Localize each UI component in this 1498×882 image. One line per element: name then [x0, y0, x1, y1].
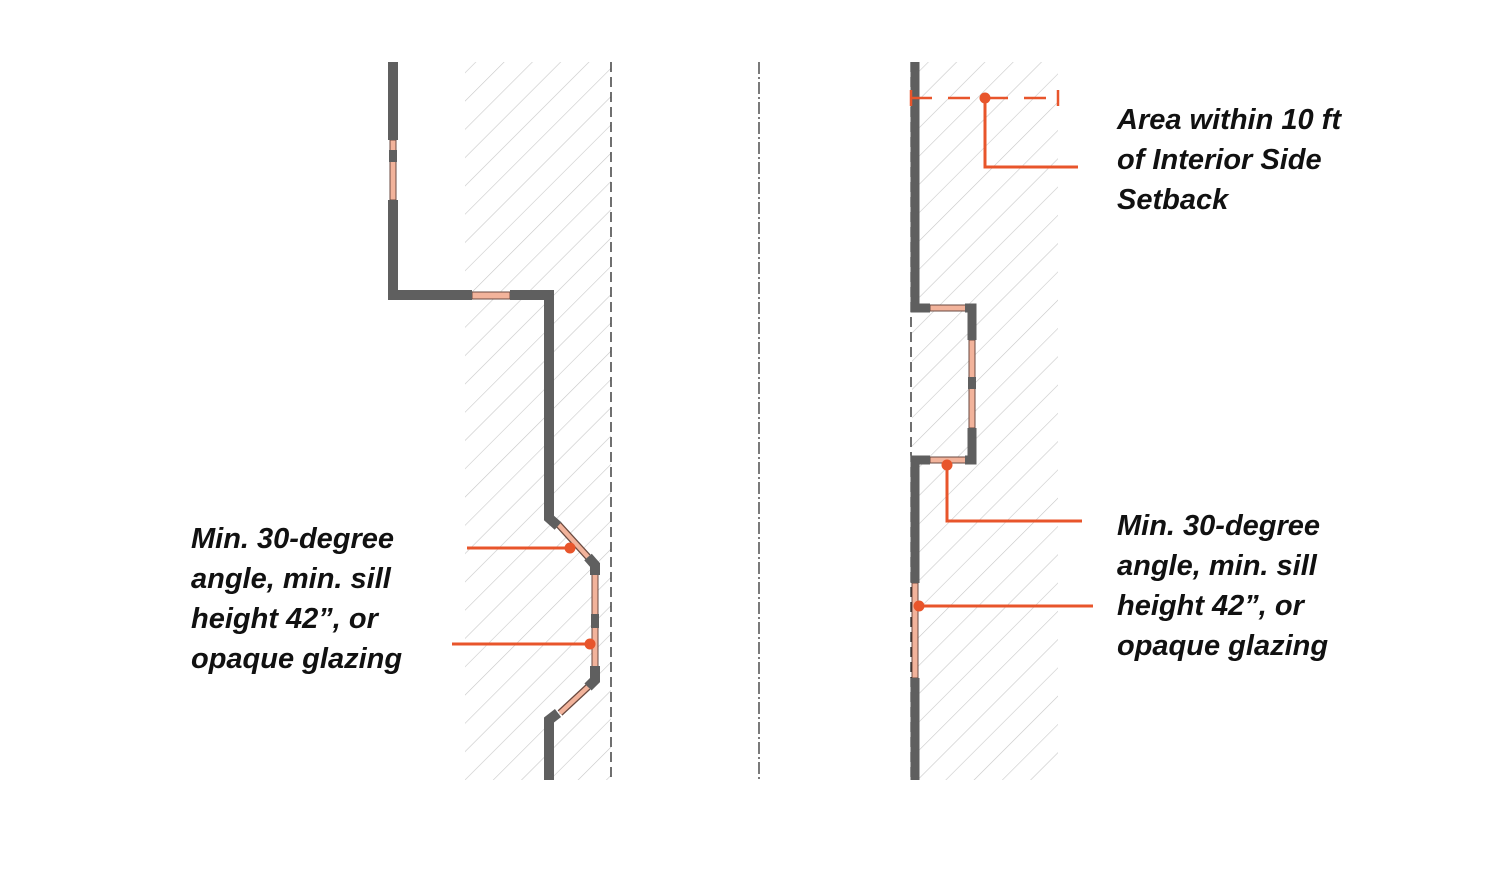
leaders [452, 542, 596, 650]
dimension-line [909, 90, 1078, 169]
setback-hatch-area [465, 62, 611, 780]
setback-hatch-area [912, 62, 1058, 780]
right-plan: Area within 10 ft of Interior Side Setba… [909, 62, 1349, 780]
left-plan: Min. 30-degree angle, min. sill height 4… [191, 62, 612, 780]
walls [388, 62, 600, 780]
setback-area-callout: Area within 10 ft of Interior Side Setba… [1116, 104, 1349, 216]
mullion [389, 150, 397, 162]
diagonal-glazing [555, 521, 591, 716]
mullion [968, 377, 976, 389]
leaders [913, 459, 1093, 612]
right-callout: Min. 30-degree angle, min. sill height 4… [1117, 510, 1328, 662]
left-callout: Min. 30-degree angle, min. sill height 4… [191, 523, 402, 675]
walls [910, 62, 977, 780]
mullion [591, 614, 599, 628]
